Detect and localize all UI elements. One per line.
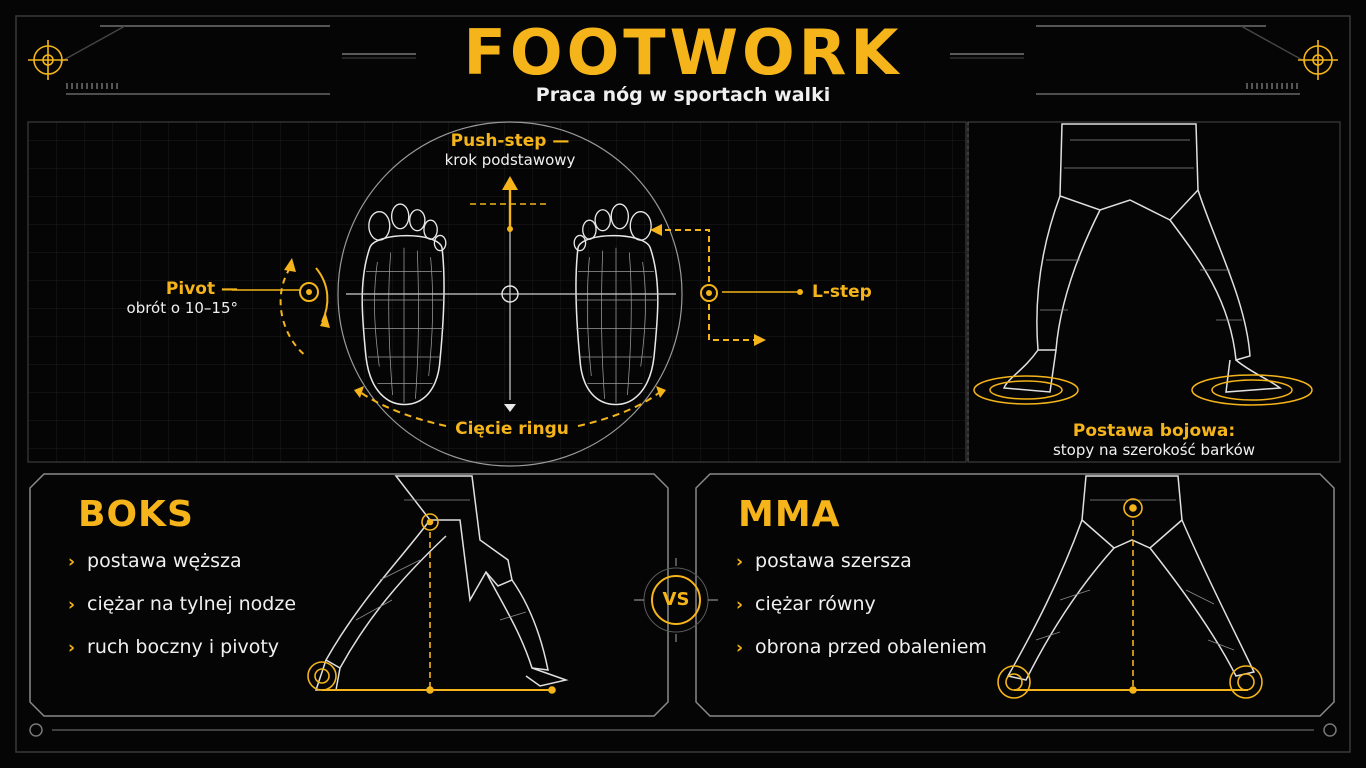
stance-label: Postawa bojowa: (1072, 421, 1236, 441)
chevron-right-icon: › (68, 595, 76, 615)
push-step-label: Push-step — (450, 131, 570, 151)
mma-item: ›obrona przed obaleniem (736, 636, 987, 658)
mma-title: MMA (738, 494, 841, 535)
stance-feet-rings (973, 374, 1313, 406)
l-step-label: L-step (812, 282, 872, 302)
page-subtitle: Praca nóg w sportach walki (535, 84, 831, 106)
boxing-list: ›postawa węższa ›ciężar na tylnej nodze … (68, 550, 296, 679)
pivot-callout: Pivot — obrót o 10–15° (100, 279, 238, 317)
boxing-markers (307, 513, 556, 694)
versus-label: VS (662, 589, 690, 610)
stance-figure (1002, 123, 1282, 393)
stance-callout: Postawa bojowa: stopy na szerokość barkó… (980, 421, 1328, 459)
mma-item: ›ciężar równy (736, 593, 876, 615)
mma-item: ›postawa szersza (736, 550, 912, 572)
chevron-right-icon: › (68, 638, 76, 658)
mma-markers (997, 498, 1263, 699)
ring-cut-label: Cięcie ringu (455, 419, 569, 439)
boxing-title: BOKS (78, 494, 194, 535)
boxing-item: ›postawa węższa (68, 550, 242, 572)
boxing-figure (314, 475, 569, 691)
pivot-desc: obrót o 10–15° (126, 299, 238, 317)
pivot-label: Pivot — (165, 279, 238, 299)
corner-target-left (28, 40, 68, 80)
corner-target-right (1298, 40, 1338, 80)
stance-desc: stopy na szerokość barków (1052, 441, 1256, 459)
chevron-right-icon: › (736, 595, 744, 615)
mma-list: ›postawa szersza ›ciężar równy ›obrona p… (736, 550, 987, 679)
push-step-callout: Push-step — krok podstawowy (410, 131, 610, 169)
chevron-right-icon: › (68, 552, 76, 572)
chevron-right-icon: › (736, 638, 744, 658)
chevron-right-icon: › (736, 552, 744, 572)
vs-badge (634, 558, 718, 642)
push-step-desc: krok podstawowy (444, 151, 576, 169)
boxing-item: ›ruch boczny i pivoty (68, 636, 280, 658)
boxing-item: ›ciężar na tylnej nodze (68, 593, 297, 615)
page-title: FOOTWORK (463, 16, 903, 89)
